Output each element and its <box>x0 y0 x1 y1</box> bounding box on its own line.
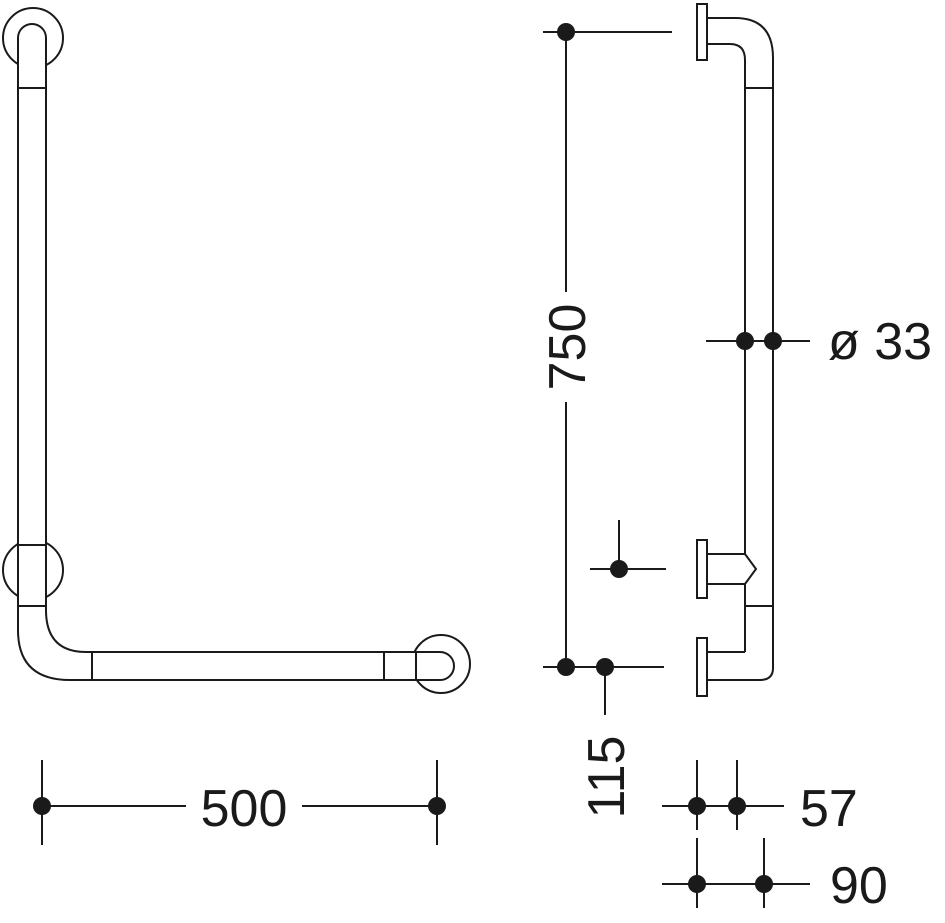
dimension-diameter-33: ø 33 <box>828 313 932 371</box>
dimension-lines <box>41 31 810 908</box>
top-bend <box>707 17 774 681</box>
dimension-width-500: 500 <box>201 780 288 838</box>
middle-bracket-arm <box>707 553 758 585</box>
dimension-depth-90: 90 <box>830 857 888 915</box>
dimension-depth-57: 57 <box>800 780 858 838</box>
dimension-markers <box>33 23 782 893</box>
front-view <box>2 7 471 694</box>
top-wall-plate <box>696 3 708 61</box>
l-shaped-tube <box>17 23 455 681</box>
middle-wall-plate <box>696 539 708 599</box>
dimension-offset-115: 115 <box>578 736 636 819</box>
top-bend-inner <box>707 43 746 88</box>
bottom-wall-plate <box>696 637 708 697</box>
bottom-bracket-arm <box>707 651 760 681</box>
side-view <box>696 3 774 697</box>
dimension-height-750: 750 <box>539 304 597 391</box>
